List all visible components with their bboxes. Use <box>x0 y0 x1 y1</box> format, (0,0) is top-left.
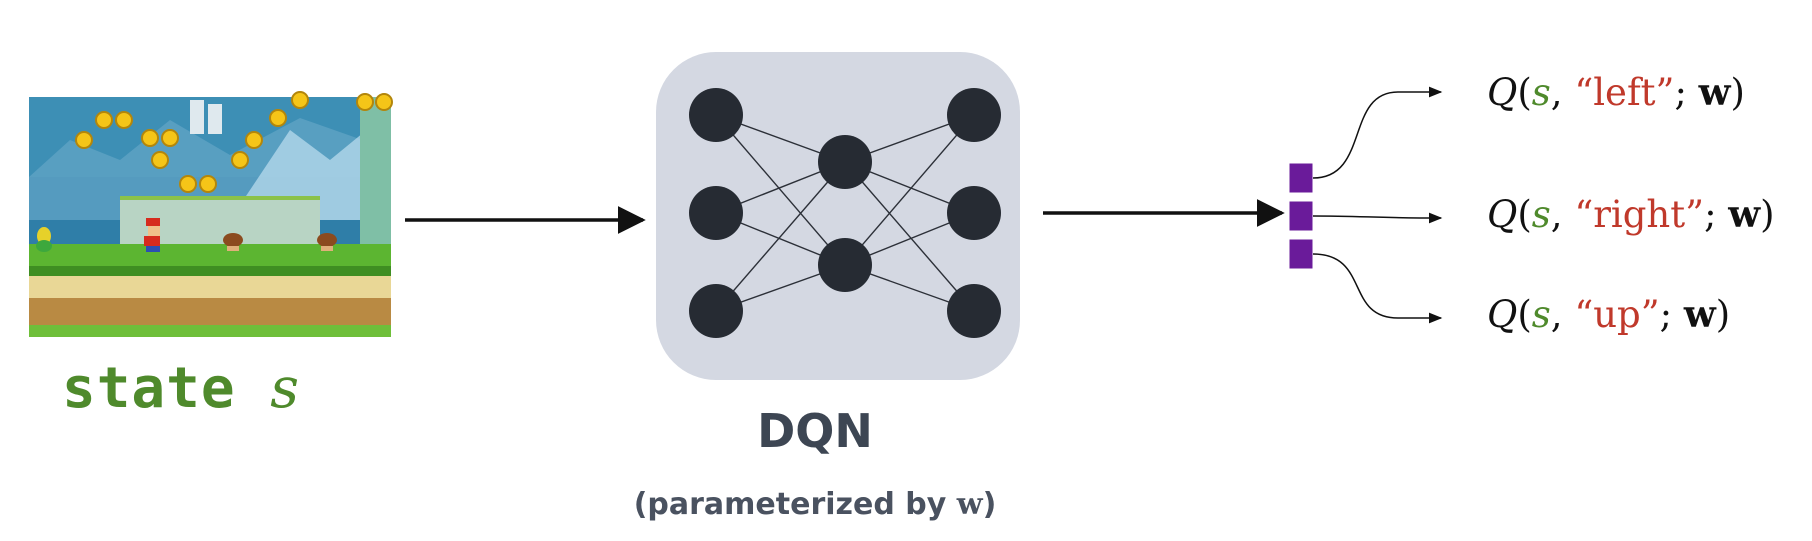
output-node <box>947 88 1001 142</box>
q-value-cell <box>1288 162 1314 194</box>
input-node <box>689 186 743 240</box>
q-value-vector <box>1288 162 1314 270</box>
output-node <box>947 186 1001 240</box>
q-right-label: Q(s, “right”; w) <box>1487 192 1775 236</box>
game-screenshot <box>29 91 393 337</box>
q-left-connector <box>1312 86 1443 179</box>
output-node <box>947 284 1001 338</box>
input-node <box>689 88 743 142</box>
q-up-label: Q(s, “up”; w) <box>1487 292 1731 336</box>
goomba-sprite <box>317 233 337 251</box>
q-value-cell <box>1288 238 1314 270</box>
koopa-sprite <box>36 227 52 252</box>
mario-sprite <box>144 218 160 252</box>
input-node <box>689 284 743 338</box>
state-label: state s <box>62 356 301 421</box>
dqn-network <box>656 52 1020 380</box>
q-right-connector <box>1312 212 1443 224</box>
hidden-node <box>818 238 872 292</box>
q-value-cell <box>1288 200 1314 232</box>
q-up-connector <box>1312 253 1443 324</box>
q-left-label: Q(s, “left”; w) <box>1487 70 1745 114</box>
dqn-title: DQN <box>757 404 873 458</box>
hidden-node <box>818 135 872 189</box>
dqn-subtitle: (parameterized by w) <box>633 487 997 522</box>
goomba-sprite <box>223 233 243 251</box>
